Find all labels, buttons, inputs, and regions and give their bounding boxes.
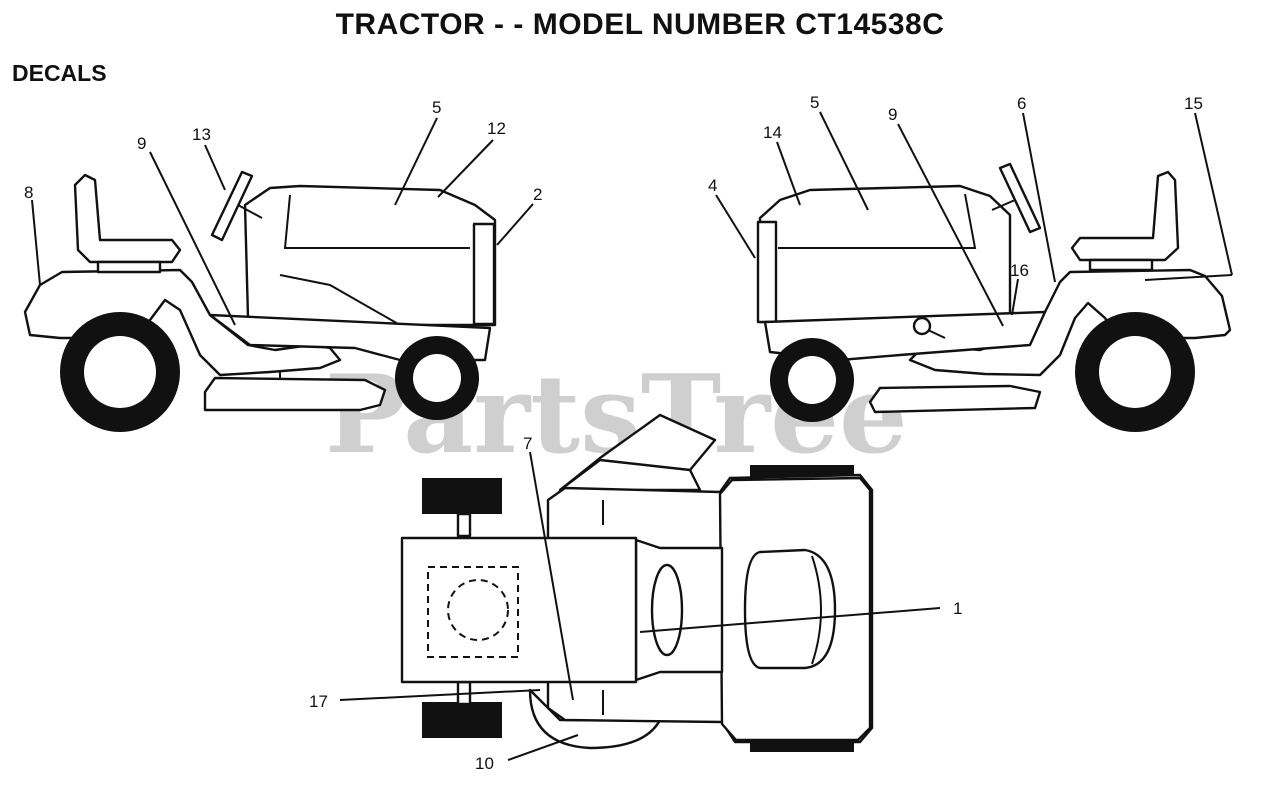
engine-hood-right — [758, 184, 1012, 324]
callout-5: 5 — [810, 93, 819, 112]
tractor-right-view: 4 14 5 9 6 15 16 — [708, 93, 1233, 432]
page-title: TRACTOR - - MODEL NUMBER CT14538C — [335, 8, 945, 41]
rear-tire-bottom — [422, 702, 502, 738]
callout-15: 15 — [1184, 94, 1203, 113]
callout-14: 14 — [763, 123, 782, 142]
callout-4: 4 — [708, 176, 717, 195]
callout-9: 9 — [888, 105, 897, 124]
mower-deck-top — [558, 458, 702, 492]
rear-tire-top — [422, 478, 502, 514]
callout-16: 16 — [1010, 261, 1029, 280]
steering-wheel-right — [998, 162, 1042, 234]
section-label: DECALS — [12, 60, 107, 86]
callout-17: 17 — [309, 692, 328, 711]
mower-deck-left — [203, 376, 387, 412]
tractor-top-view: 7 1 17 10 — [309, 413, 962, 773]
callout-12: 12 — [487, 119, 506, 138]
callout-7: 7 — [523, 434, 532, 453]
mower-deck-right — [868, 384, 1042, 414]
callout-9: 9 — [137, 134, 146, 153]
callout-2: 2 — [533, 185, 542, 204]
engine-hood-left — [243, 184, 497, 327]
callout-6: 6 — [1017, 94, 1026, 113]
seat-right — [1070, 170, 1180, 262]
callout-10: 10 — [475, 754, 494, 773]
callout-1: 1 — [953, 599, 962, 618]
tractor-left-view: 8 9 13 5 12 2 — [23, 98, 542, 432]
seat-left — [73, 173, 182, 264]
callout-13: 13 — [192, 125, 211, 144]
steering-wheel-left — [210, 170, 254, 242]
callout-8: 8 — [24, 183, 33, 202]
callout-5: 5 — [432, 98, 441, 117]
